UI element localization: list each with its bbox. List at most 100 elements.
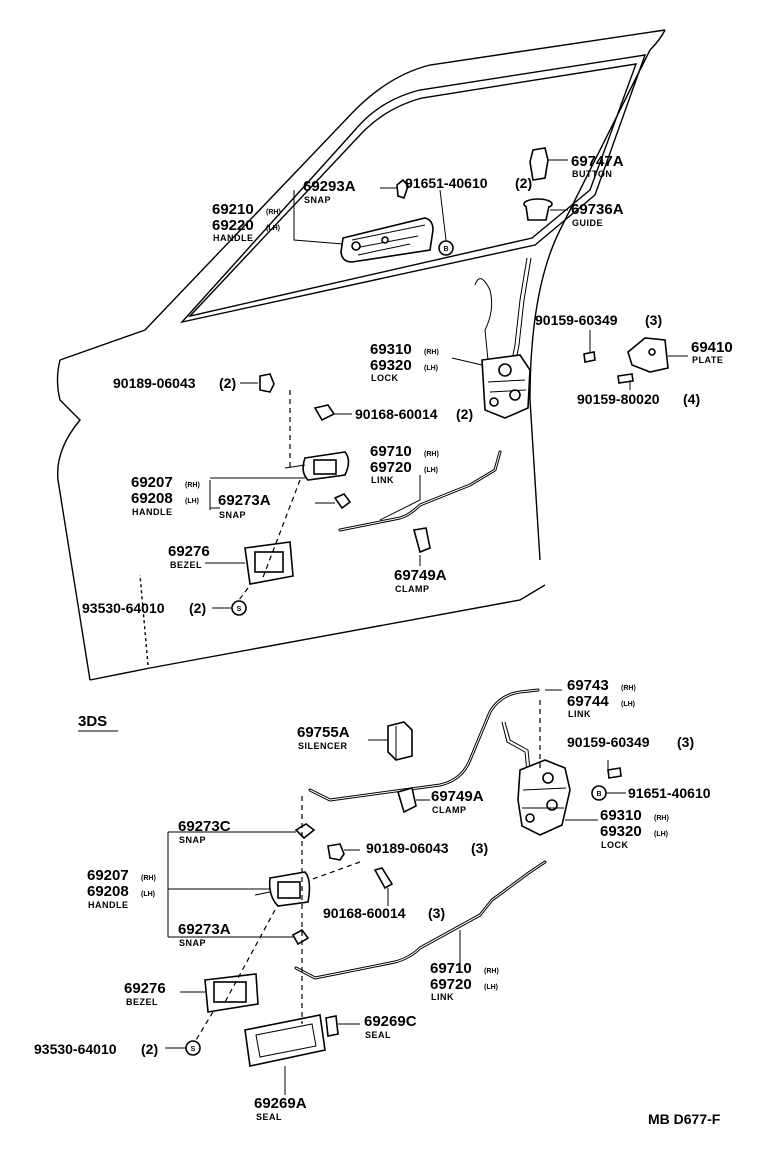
label-69710-top: 69710 (RH) 69720 (LH) LINK [370, 443, 439, 485]
label-69273C: 69273C SNAP [178, 818, 231, 845]
name: BEZEL [170, 560, 202, 570]
sfx1: (RH) [185, 482, 200, 489]
pn: 69276 [168, 543, 210, 560]
pn: 69293A [303, 178, 356, 195]
diagram-code: MB D677-F [648, 1111, 721, 1127]
qty: (2) [456, 406, 473, 422]
label-69747A: 69747A BUTTON [571, 153, 624, 179]
sfx1: (RH) [424, 451, 439, 458]
label-93530-64010-bottom: 93530-64010 (2) [34, 1041, 158, 1057]
bolt-90159-60349-bottom-shape [607, 767, 622, 779]
rod-lock-bottom [501, 721, 531, 773]
name: GUIDE [572, 218, 603, 228]
name: HANDLE [213, 233, 254, 243]
sfx2: (LH) [484, 984, 498, 991]
lock-69310-bottom-shape [517, 759, 571, 836]
svg-text:S: S [191, 1046, 196, 1053]
bolt-90159-60349-top-shape [583, 351, 596, 363]
pn: 69273A [218, 492, 271, 509]
pn: 69749A [431, 788, 484, 805]
rod-button-lock [511, 257, 528, 361]
name: HANDLE [88, 900, 129, 910]
pn1: 69210 [212, 201, 254, 218]
screw-90168-60014-bottom-shape [373, 867, 394, 890]
pn: 90159-80020 [577, 391, 660, 407]
snap-69273C-shape [294, 823, 316, 840]
pn1: 69207 [131, 474, 173, 491]
pn: 69755A [297, 724, 350, 741]
label-69310-top: 69310 (RH) 69320 (LH) LOCK [370, 341, 439, 383]
pn: 69276 [124, 980, 166, 997]
label-90168-60014-bottom: 90168-60014 (3) [323, 905, 445, 921]
pn: 69736A [571, 201, 624, 218]
qty: (3) [677, 734, 694, 750]
inside-handle-69207-top-shape [284, 451, 350, 481]
outside-handle-69210 [340, 217, 434, 263]
lock-69310-top-shape [481, 354, 531, 419]
dashed-ref-top [238, 390, 301, 601]
name: LOCK [601, 840, 629, 850]
name: SNAP [179, 938, 206, 948]
label-69210: 69210 (RH) 69220 (LH) HANDLE [212, 201, 281, 243]
bolt-ref-b-top: B [438, 240, 454, 256]
pn2: 69720 [430, 976, 472, 993]
pn1: 69207 [87, 867, 129, 884]
pn: 91651-40610 [628, 785, 711, 801]
name: LINK [371, 475, 394, 485]
screw-90168-60014-top-shape [313, 404, 336, 422]
name: HANDLE [132, 507, 173, 517]
plate-69410-shape [627, 337, 669, 373]
screw-ref-s-bottom: S [185, 1040, 201, 1056]
label-69710-bottom: 69710 (RH) 69720 (LH) LINK [430, 960, 499, 1002]
qty: (4) [683, 391, 700, 407]
pn: 69273A [178, 921, 231, 938]
name: SEAL [365, 1030, 391, 1040]
pn1: 69310 [600, 807, 642, 824]
snap-69273A-top-shape [333, 493, 352, 510]
clamp-69749A-bottom-shape [397, 786, 417, 814]
silencer-69755A-shape [387, 721, 413, 761]
pn1: 69710 [370, 443, 412, 460]
pn: 90168-60014 [355, 406, 438, 422]
sfx2: (LH) [185, 498, 199, 505]
guide-69736A-shape [523, 198, 553, 221]
label-69749A-top: 69749A CLAMP [394, 567, 447, 594]
svg-text:B: B [596, 791, 601, 798]
sfx1: (RH) [654, 815, 669, 822]
label-93530-64010-top: 93530-64010 (2) [82, 600, 206, 616]
name: SILENCER [298, 741, 348, 751]
seal-69269C-shape [325, 1015, 339, 1037]
label-69293A-top: 69293A SNAP [303, 178, 356, 205]
pn2: 69320 [600, 823, 642, 840]
link-69710-top-shape [338, 450, 502, 532]
name: CLAMP [432, 805, 467, 815]
name: SNAP [219, 510, 246, 520]
section-label: 3DS [78, 713, 107, 730]
pn2: 69208 [87, 883, 129, 900]
sfx2: (LH) [141, 891, 155, 898]
screw-ref-s-top: S [231, 600, 247, 616]
pn: 69269A [254, 1095, 307, 1112]
qty: (2) [515, 175, 532, 191]
qty: (3) [428, 905, 445, 921]
seal-69269A-shape [244, 1014, 326, 1067]
section-label-3ds: 3DS [78, 713, 118, 732]
qty: (3) [471, 840, 488, 856]
name: BUTTON [572, 169, 612, 179]
label-69273A-bottom: 69273A SNAP [178, 921, 231, 948]
pn: 90168-60014 [323, 905, 406, 921]
label-90189-06043-bottom: 90189-06043 (3) [366, 840, 488, 856]
label-90189-06043-top: 90189-06043 (2) [113, 375, 236, 391]
cable-top-lock [474, 278, 493, 361]
pn: 90159-60349 [567, 734, 650, 750]
label-91651-40610-bottom: 91651-40610 [628, 785, 711, 801]
link-69743-shape [308, 688, 540, 802]
qty: (2) [141, 1041, 158, 1057]
bolt-ref-b-bottom: B [591, 785, 607, 801]
label-69207-bottom: 69207 (RH) 69208 (LH) HANDLE [87, 867, 156, 910]
sfx1: (RH) [484, 968, 499, 975]
sfx1: (RH) [424, 349, 439, 356]
pn2: 69320 [370, 357, 412, 374]
nut-90189-06043-top-shape [259, 373, 275, 393]
